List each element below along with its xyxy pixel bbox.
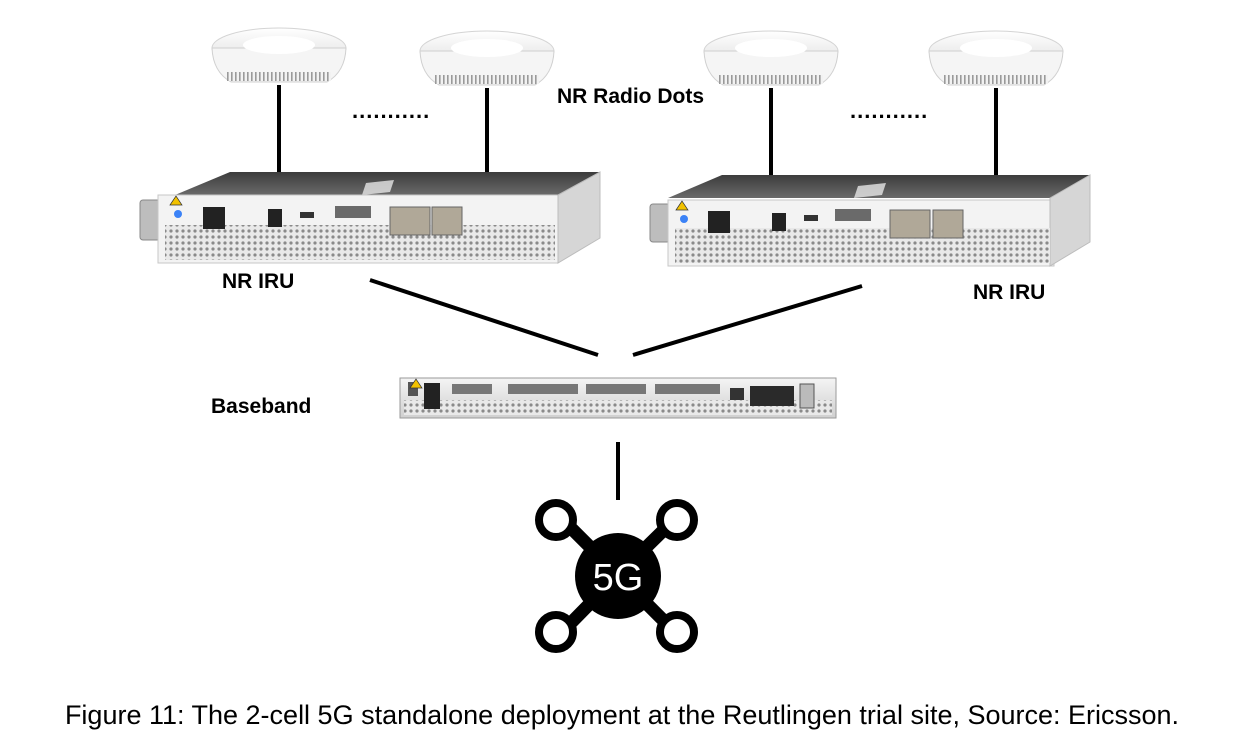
ellipsis-left: ........... — [352, 98, 431, 123]
nr-iru-left-label: NR IRU — [222, 270, 295, 293]
iru-unit-left — [139, 171, 601, 264]
nr-radio-dots-label: NR Radio Dots — [557, 85, 704, 108]
figure-caption: Figure 11: The 2-cell 5G standalone depl… — [64, 700, 1180, 730]
baseband-unit — [399, 377, 837, 419]
radio-dot-2 — [419, 30, 555, 86]
iru-left-to-baseband-link — [369, 278, 599, 357]
baseband-label: Baseband — [211, 395, 312, 418]
radio-dot-4 — [928, 30, 1064, 86]
radio-dot-1 — [211, 27, 347, 83]
5g-hub-label: 5G — [593, 557, 644, 599]
radio-dot-3 — [703, 30, 839, 86]
iru-right-to-baseband-link — [632, 284, 863, 357]
5g-core-hub-icon — [535, 499, 698, 653]
nr-iru-right-label: NR IRU — [973, 281, 1046, 304]
iru-unit-right — [649, 174, 1091, 267]
ellipsis-right: ........... — [850, 98, 929, 123]
deployment-diagram: 5G — [139, 27, 1091, 653]
